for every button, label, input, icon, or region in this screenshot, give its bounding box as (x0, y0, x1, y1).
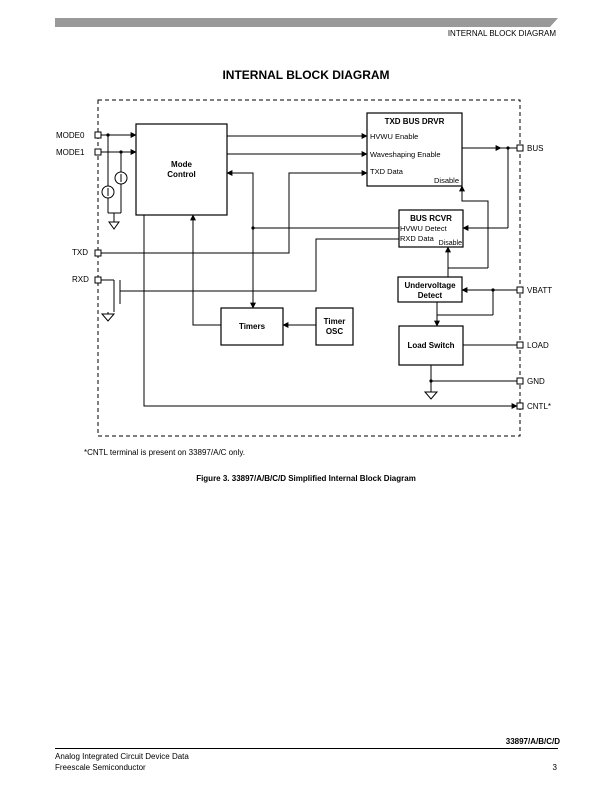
timer-osc-block: Timer OSC (315, 307, 354, 346)
current-source-icon (101, 171, 128, 199)
figure-caption: Figure 3. 33897/A/B/C/D Simplified Inter… (196, 474, 416, 483)
timers-block: Timers (220, 307, 284, 346)
txd-data-label: TXD Data (370, 167, 404, 176)
pin-label-gnd: GND (527, 377, 545, 386)
load-switch-block: Load Switch (398, 325, 464, 366)
mode-control-block: Mode Control (135, 123, 228, 216)
footer-line2: Freescale Semiconductor (55, 763, 146, 772)
timers-label: Timers (239, 322, 266, 331)
page-number: 3 (552, 763, 557, 772)
section-title: INTERNAL BLOCK DIAGRAM (222, 68, 390, 82)
bus-rcvr-title: BUS RCVR (410, 214, 452, 223)
pin-labels: MODE0 MODE1 TXD RXD BUS VBATT LOAD GND C… (56, 131, 552, 411)
hvwu-enable-label: HVWU Enable (370, 132, 418, 141)
part-number: 33897/A/B/C/D (505, 737, 560, 746)
timer-osc-label-2: OSC (326, 327, 344, 336)
header-bar (55, 18, 558, 27)
mode-control-label-1: Mode (171, 160, 192, 169)
pin-label-txd: TXD (72, 248, 88, 257)
header-title: INTERNAL BLOCK DIAGRAM (447, 29, 556, 38)
rxd-data-label: RXD Data (400, 234, 435, 243)
pin-label-bus: BUS (527, 144, 543, 153)
mode-control-label-2: Control (167, 170, 195, 179)
package-outline (97, 99, 521, 437)
pin-label-mode0: MODE0 (56, 131, 85, 140)
pin-label-cntl: CNTL* (527, 402, 551, 411)
footer-rule (55, 748, 558, 749)
bus-rcvr-disable-label: Disable (439, 240, 462, 247)
wiring (101, 132, 518, 409)
footer-line1: Analog Integrated Circuit Device Data (55, 752, 189, 761)
undervoltage-label-2: Detect (418, 291, 443, 300)
junctions (106, 133, 510, 383)
waveshaping-enable-label: Waveshaping Enable (370, 150, 441, 159)
txd-bus-drvr-block: TXD BUS DRVR HVWU Enable Waveshaping Ena… (366, 112, 463, 187)
undervoltage-detect-block: Undervoltage Detect (397, 276, 463, 303)
load-switch-label: Load Switch (407, 341, 454, 350)
pin-label-load: LOAD (527, 341, 549, 350)
pin-markers (94, 131, 524, 410)
hvwu-detect-label: HVWU Detect (400, 224, 448, 233)
txd-bus-drvr-disable-label: Disable (434, 176, 459, 185)
pin-label-vbatt: VBATT (527, 286, 552, 295)
pin-label-rxd: RXD (72, 275, 89, 284)
undervoltage-label-1: Undervoltage (404, 281, 456, 290)
timer-osc-label-1: Timer (324, 317, 346, 326)
txd-bus-drvr-title: TXD BUS DRVR (385, 117, 445, 126)
bus-rcvr-block: BUS RCVR HVWU Detect RXD Data Disable (398, 209, 464, 248)
pin-label-mode1: MODE1 (56, 148, 85, 157)
footnote: *CNTL terminal is present on 33897/A/C o… (84, 448, 245, 457)
ground-icon (100, 221, 439, 400)
